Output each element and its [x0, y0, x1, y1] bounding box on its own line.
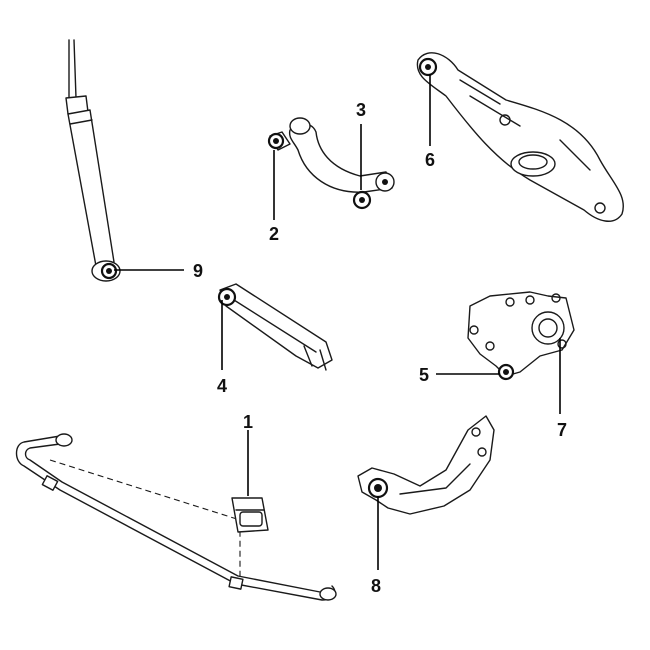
callout-9: 9 — [193, 261, 203, 281]
callout-4: 4 — [217, 376, 227, 396]
callout-7: 7 — [557, 420, 567, 440]
callout-6: 6 — [425, 150, 435, 170]
upper-control-arm-part — [267, 117, 395, 210]
trailing-arm-part — [357, 415, 495, 515]
callout-1: 1 — [243, 412, 253, 432]
callout-3: 3 — [356, 100, 366, 120]
lateral-link-part — [217, 283, 333, 371]
callout-8: 8 — [371, 576, 381, 596]
knuckle-part — [467, 291, 575, 381]
stabilizer-bushing-part — [231, 497, 269, 533]
callout-5: 5 — [419, 365, 429, 385]
stabilizer-bar-part — [15, 433, 337, 601]
callout-2: 2 — [269, 224, 279, 244]
lower-control-arm-part — [416, 52, 624, 222]
shock-absorber-part — [65, 39, 121, 282]
